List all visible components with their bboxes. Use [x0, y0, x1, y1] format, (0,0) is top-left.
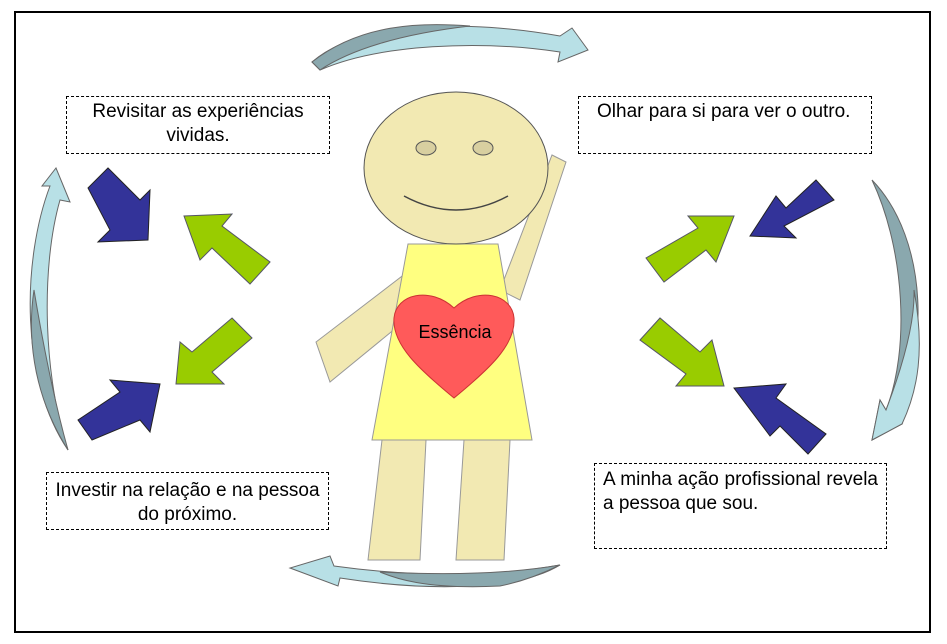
text-box-top-left: Revisitar as experiências vividas. — [66, 96, 330, 154]
figure-left-eye — [415, 140, 437, 156]
cycle-arrow-left-shade — [30, 289, 69, 451]
green-arrow-top-right — [645, 215, 735, 283]
heart-icon — [393, 294, 515, 399]
green-arrow-top-left — [183, 213, 271, 285]
text-box-top-right-text: Olhar para si para ver o outro. — [597, 101, 851, 122]
figure-right-leg — [455, 439, 511, 561]
cycle-arrow-bottom-shade — [379, 564, 561, 588]
text-box-bottom-right-text: A minha ação profissional revela a pesso… — [603, 469, 878, 514]
blue-arrow-bottom-left — [77, 379, 161, 441]
figure-left-leg — [367, 439, 427, 561]
figure-head — [363, 91, 549, 245]
green-arrow-bottom-right — [639, 317, 725, 387]
text-box-bottom-right: A minha ação profissional revela a pesso… — [594, 463, 887, 549]
blue-arrow-bottom-right — [733, 383, 827, 455]
text-box-bottom-left: Investir na relação e na pessoa do próxi… — [46, 472, 329, 530]
heart-label: Essência — [418, 322, 492, 342]
cycle-arrow-top-shade — [311, 24, 471, 71]
cycle-arrow-right-shade — [871, 289, 920, 441]
blue-arrow-top-left — [87, 167, 151, 243]
figure-right-eye — [472, 140, 494, 156]
blue-arrow-top-right — [749, 179, 835, 239]
text-box-bottom-left-text: Investir na relação e na pessoa do próxi… — [55, 480, 320, 525]
figure-smile — [403, 195, 509, 211]
text-box-top-right: Olhar para si para ver o outro. — [578, 96, 872, 154]
text-box-top-left-text: Revisitar as experiências vividas. — [92, 101, 304, 146]
green-arrow-bottom-left — [175, 317, 253, 385]
